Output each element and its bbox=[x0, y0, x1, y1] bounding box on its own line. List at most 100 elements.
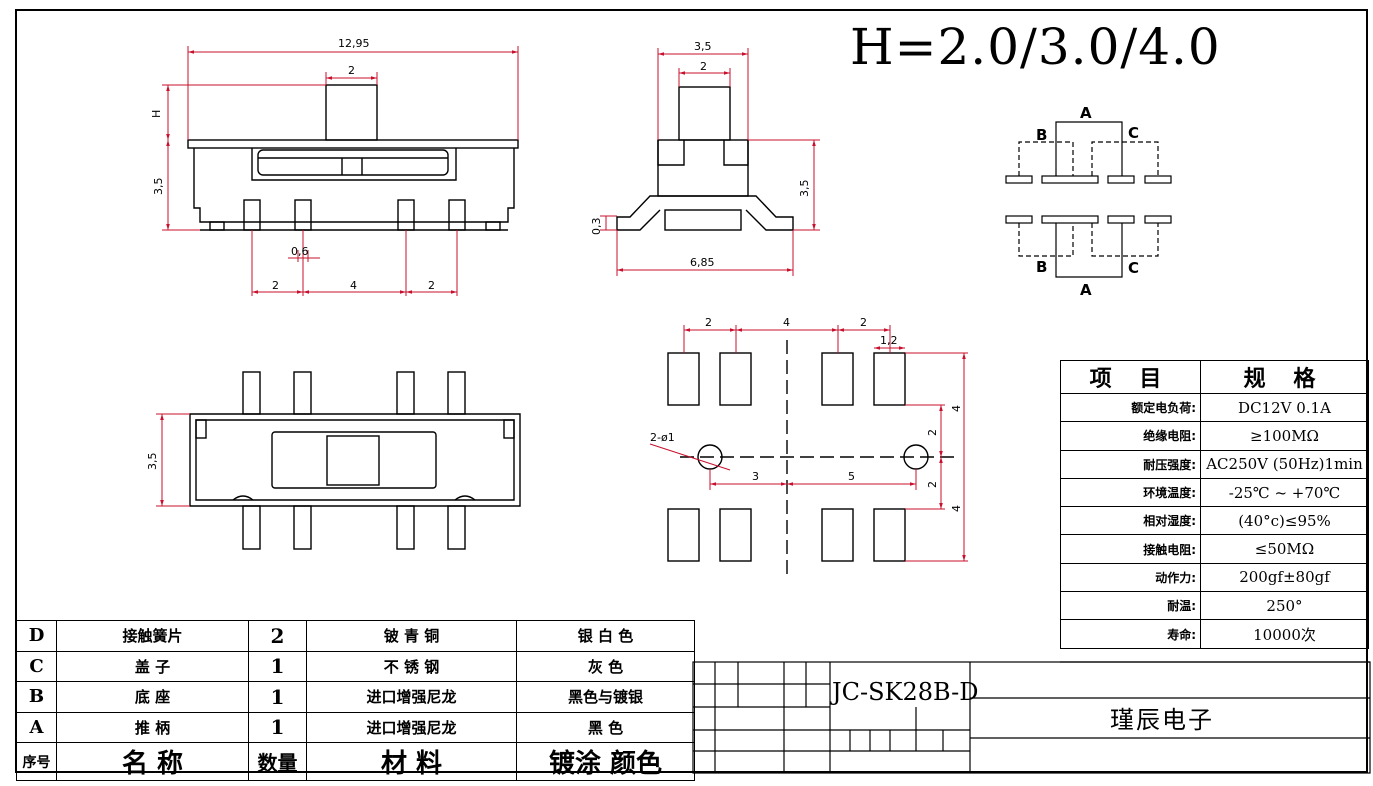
side-view bbox=[616, 86, 794, 231]
svg-text:2: 2 bbox=[926, 429, 939, 436]
spec-key: 动作力: bbox=[1060, 562, 1201, 593]
bom-material: 进口增强尼龙 bbox=[306, 681, 517, 713]
bom-material: 进口增强尼龙 bbox=[306, 711, 517, 743]
side-view-dims bbox=[600, 48, 820, 276]
bom-finish: 黑色与镀银 bbox=[516, 681, 695, 713]
svg-text:3,5: 3,5 bbox=[152, 178, 165, 196]
schematic-labels: A B C B C A bbox=[1036, 104, 1139, 299]
svg-text:6,85: 6,85 bbox=[690, 256, 715, 269]
svg-text:12,95: 12,95 bbox=[338, 37, 370, 50]
spec-key: 接触电阻: bbox=[1060, 534, 1201, 564]
specs-header-row: 项 目 规 格 bbox=[1060, 360, 1369, 394]
pcb-footprint-dims bbox=[649, 325, 968, 562]
bom-header-row: 序号 名 称 数量 材 料 镀涂 颜色 bbox=[16, 742, 695, 781]
spec-value: 10000次 bbox=[1200, 619, 1369, 649]
specs-header-item: 项 目 bbox=[1060, 360, 1201, 394]
svg-text:3,5: 3,5 bbox=[694, 40, 712, 53]
top-view bbox=[189, 371, 521, 550]
svg-text:4: 4 bbox=[950, 405, 963, 412]
specs-row: 相对湿度:(40°c)≤95% bbox=[1060, 506, 1369, 536]
svg-text:A: A bbox=[1080, 281, 1092, 299]
svg-text:0,6: 0,6 bbox=[291, 245, 309, 258]
svg-text:0,3: 0,3 bbox=[590, 218, 603, 236]
spec-value: (40°c)≤95% bbox=[1200, 506, 1369, 536]
specs-row: 寿命:10000次 bbox=[1060, 619, 1369, 649]
bom-finish: 灰 色 bbox=[516, 650, 695, 682]
bom-material: 不 锈 钢 bbox=[306, 650, 517, 682]
bom-name: 底 座 bbox=[56, 681, 249, 713]
bom-id: B bbox=[16, 681, 57, 713]
specs-row: 绝缘电阻:≥100MΩ bbox=[1060, 421, 1369, 451]
svg-text:B: B bbox=[1036, 258, 1047, 276]
svg-text:C: C bbox=[1128, 124, 1139, 142]
specs-row: 接触电阻:≤50MΩ bbox=[1060, 534, 1369, 564]
spec-key: 耐温: bbox=[1060, 591, 1201, 621]
bom-qty: 1 bbox=[248, 711, 307, 743]
bom-id: D bbox=[16, 620, 57, 652]
svg-text:3,5: 3,5 bbox=[798, 180, 811, 198]
bom-row: C 盖 子 1 不 锈 钢 灰 色 bbox=[16, 650, 695, 682]
bom-header-material: 材 料 bbox=[306, 742, 517, 781]
svg-text:2: 2 bbox=[272, 279, 279, 292]
spec-key: 耐压强度: bbox=[1060, 449, 1201, 479]
spec-key: 相对湿度: bbox=[1060, 506, 1201, 536]
svg-text:2: 2 bbox=[428, 279, 435, 292]
specs-row: 耐温:250° bbox=[1060, 591, 1369, 621]
svg-text:A: A bbox=[1080, 104, 1092, 122]
bom-header-finish: 镀涂 颜色 bbox=[516, 742, 695, 781]
bom-name: 接触簧片 bbox=[56, 620, 249, 652]
bom-header-qty: 数量 bbox=[248, 742, 307, 781]
svg-text:4: 4 bbox=[950, 505, 963, 512]
svg-text:H: H bbox=[150, 110, 163, 118]
bom-row: B 底 座 1 进口增强尼龙 黑色与镀银 bbox=[16, 681, 695, 713]
bom-row: D 接触簧片 2 铍 青 铜 银 白 色 bbox=[16, 620, 695, 652]
spec-key: 额定电负荷: bbox=[1060, 392, 1201, 423]
spec-key: 环境温度: bbox=[1060, 477, 1201, 508]
svg-text:5: 5 bbox=[848, 470, 855, 483]
company-name: 瑾辰电子 bbox=[1110, 706, 1214, 734]
bom-name: 盖 子 bbox=[56, 650, 249, 682]
spec-value: ≤50MΩ bbox=[1200, 534, 1369, 564]
side-view-dim-labels: 3,5 2 3,5 0,3 6,85 bbox=[590, 40, 811, 269]
bom-material: 铍 青 铜 bbox=[306, 620, 517, 652]
bom-header-id: 序号 bbox=[16, 742, 57, 781]
svg-text:4: 4 bbox=[350, 279, 357, 292]
bom-id: C bbox=[16, 650, 57, 682]
pcb-footprint bbox=[667, 340, 960, 575]
spec-key: 绝缘电阻: bbox=[1060, 421, 1201, 451]
top-view-height-label: 3,5 bbox=[146, 453, 159, 471]
bom-qty: 1 bbox=[248, 650, 307, 682]
svg-text:2: 2 bbox=[860, 316, 867, 329]
bom-id: A bbox=[16, 711, 57, 743]
bom-qty: 2 bbox=[248, 620, 307, 652]
switch-schematic bbox=[1005, 121, 1172, 278]
front-view-dims bbox=[162, 46, 519, 296]
spec-key: 寿命: bbox=[1060, 619, 1201, 649]
svg-text:1,2: 1,2 bbox=[880, 334, 898, 347]
svg-text:2-ø1: 2-ø1 bbox=[650, 431, 675, 444]
svg-text:3: 3 bbox=[752, 470, 759, 483]
svg-text:2: 2 bbox=[926, 481, 939, 488]
specs-table: 项 目 规 格 额定电负荷:DC12V 0.1A 绝缘电阻:≥100MΩ 耐压强… bbox=[1060, 360, 1369, 649]
svg-text:2: 2 bbox=[705, 316, 712, 329]
spec-value: ≥100MΩ bbox=[1200, 421, 1369, 451]
spec-value: 250° bbox=[1200, 591, 1369, 621]
specs-row: 额定电负荷:DC12V 0.1A bbox=[1060, 392, 1369, 423]
bom-header-name: 名 称 bbox=[56, 742, 249, 781]
top-view-dims bbox=[156, 413, 190, 507]
specs-row: 环境温度:-25℃ ~ +70℃ bbox=[1060, 477, 1369, 508]
bom-finish: 黑 色 bbox=[516, 711, 695, 743]
svg-text:4: 4 bbox=[783, 316, 790, 329]
specs-row: 动作力:200gf±80gf bbox=[1060, 562, 1369, 593]
bom-name: 推 柄 bbox=[56, 711, 249, 743]
spec-value: DC12V 0.1A bbox=[1200, 392, 1369, 423]
part-number: JC-SK28B-D bbox=[832, 678, 979, 706]
spec-value: AC250V (50Hz)1min bbox=[1200, 449, 1369, 479]
specs-row: 耐压强度:AC250V (50Hz)1min bbox=[1060, 449, 1369, 479]
specs-header-spec: 规 格 bbox=[1200, 360, 1369, 394]
bom-qty: 1 bbox=[248, 681, 307, 713]
front-view-dim-labels: 12,95 2 H 3,5 0,6 2 4 2 bbox=[150, 37, 435, 292]
svg-text:2: 2 bbox=[348, 64, 355, 77]
front-view bbox=[187, 84, 519, 231]
